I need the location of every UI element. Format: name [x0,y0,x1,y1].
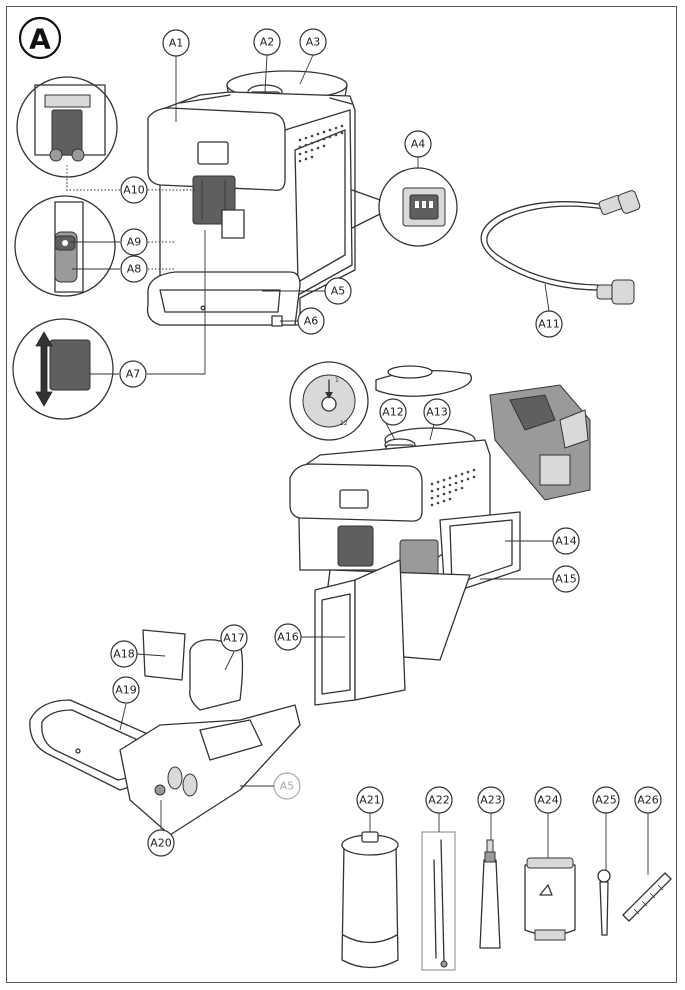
callout-A3: A3 [299,28,327,56]
callout-A5: A5 [324,277,352,305]
callout-A26: A26 [634,786,662,814]
svg-text:A1: A1 [169,37,184,50]
callout-A19: A19 [112,676,140,704]
grease-tube [479,839,501,949]
svg-text:A22: A22 [428,794,450,807]
svg-text:A17: A17 [223,632,245,645]
callout-A14: A14 [552,527,580,555]
power-cord [480,190,641,305]
brew-group [489,384,591,501]
svg-text:A4: A4 [411,138,426,151]
callout-A6: A6 [297,307,325,335]
callout-A9: A9 [120,228,148,256]
water-filter [524,857,576,941]
svg-text:A8: A8 [127,263,142,276]
callout-A24: A24 [534,786,562,814]
up-down-arrow-icon [35,331,53,407]
accessories [341,831,672,971]
svg-text:A6: A6 [304,315,319,328]
dial-mark-top: 1 [335,377,339,384]
svg-text:A26: A26 [637,794,659,807]
svg-text:A5: A5 [280,780,295,793]
drip-tray-assembly [29,629,301,836]
svg-text:A3: A3 [306,36,321,49]
callout-A13: A13 [423,398,451,426]
callout-A21: A21 [356,786,384,814]
coffee-machine-front-view [146,70,356,327]
callout-A25: A25 [592,786,620,814]
callout-A20: A20 [147,829,175,857]
section-label: A [29,23,51,56]
callout-A17: A17 [220,624,248,652]
callout-A16: A16 [274,623,302,651]
callout-A11: A11 [535,310,563,338]
milk-jug [341,831,399,969]
detail-power-socket [351,167,458,247]
svg-text:A19: A19 [115,684,137,697]
section-badge: A [18,16,62,60]
svg-text:A21: A21 [359,794,381,807]
detail-height-adjust [12,318,114,420]
callout-A4: A4 [404,130,432,158]
callout-A8: A8 [120,255,148,283]
svg-text:A24: A24 [537,794,559,807]
callout-A5-reference: A5 [273,772,301,800]
measuring-scoop [597,869,611,936]
callout-A18: A18 [110,640,138,668]
callout-A22: A22 [425,786,453,814]
svg-text:A9: A9 [127,236,142,249]
detail-milk-outlet [14,195,116,297]
milk-tube [421,831,456,971]
callout-A2: A2 [253,28,281,56]
svg-text:A11: A11 [538,318,560,331]
callout-A12: A12 [379,398,407,426]
svg-text:A20: A20 [150,837,172,850]
svg-text:A23: A23 [480,794,502,807]
callout-A15: A15 [552,565,580,593]
callout-A1: A1 [162,29,190,57]
callout-A10: A10 [120,176,148,204]
detail-dispenser-closeup [16,76,118,192]
test-strip [622,872,672,922]
svg-text:A18: A18 [113,648,135,661]
svg-text:A14: A14 [555,535,577,548]
coffee-machine-open-view: 1 12 [289,361,521,706]
svg-text:A16: A16 [277,631,299,644]
svg-text:A13: A13 [426,406,448,419]
dial-mark-bottom: 12 [340,420,348,427]
svg-text:A25: A25 [595,794,617,807]
diagram-frame [6,6,677,983]
svg-text:A15: A15 [555,573,577,586]
svg-text:A5: A5 [331,285,346,298]
svg-text:A7: A7 [126,368,141,381]
callout-A7: A7 [119,360,147,388]
svg-text:A2: A2 [260,36,275,49]
svg-text:A10: A10 [123,184,145,197]
callout-A23: A23 [477,786,505,814]
svg-text:A12: A12 [382,406,404,419]
